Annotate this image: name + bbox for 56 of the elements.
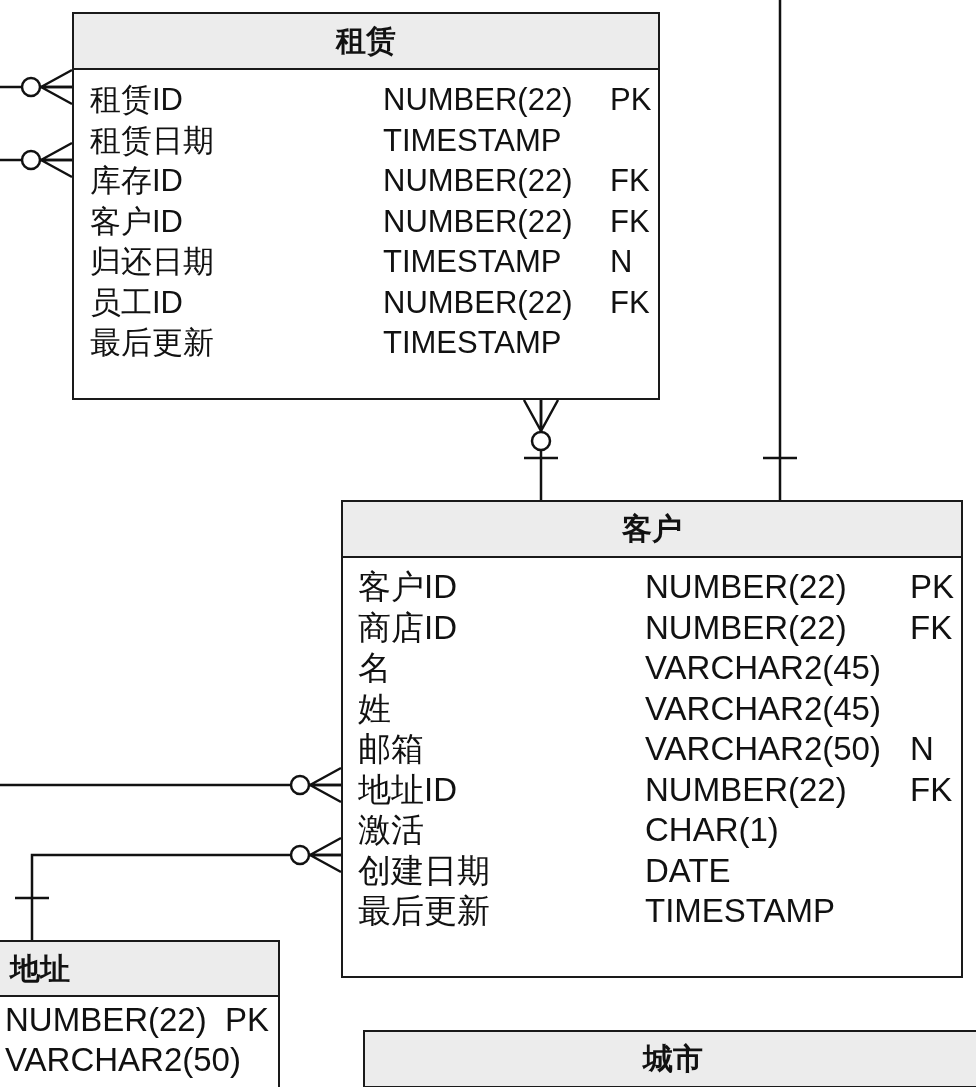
data-type: VARCHAR2(50) (645, 729, 881, 769)
data-type: VARCHAR2(50) (5, 1040, 241, 1080)
column-name: 员工ID (90, 283, 183, 322)
data-type: TIMESTAMP (383, 243, 562, 281)
key-label: FK (910, 769, 953, 810)
data-type: CHAR(1) (645, 810, 779, 850)
data-type: VARCHAR2(45) (645, 648, 881, 688)
key-label: N (610, 243, 633, 281)
data-type: NUMBER(22) (383, 81, 573, 119)
relationship-line (0, 766, 343, 804)
data-type: NUMBER(22) (645, 567, 847, 607)
key-label: FK (610, 283, 650, 322)
column-name: 客户ID (358, 567, 457, 607)
relationship-line (522, 398, 560, 500)
entity-header: 租赁 (74, 14, 658, 70)
relationship-line (13, 836, 343, 940)
entity-header: 地址 (0, 942, 278, 997)
data-type: NUMBER(22) (645, 607, 847, 648)
relationship-line (0, 141, 74, 179)
entity-table (72, 12, 660, 400)
data-type: NUMBER(22) (383, 162, 573, 200)
column-name: 归还日期 (90, 243, 214, 281)
column-name: 邮箱 (358, 729, 424, 769)
data-type: VARCHAR2(45) (645, 688, 881, 729)
data-type: NUMBER(22) (645, 769, 847, 810)
column-name: 库存ID (90, 162, 183, 200)
key-label: FK (610, 202, 650, 241)
column-name: 名 (358, 648, 391, 688)
data-type: NUMBER(22) (383, 283, 573, 322)
key-label: PK (225, 1000, 270, 1040)
key-label: PK (610, 81, 652, 119)
column-name: 最后更新 (90, 324, 214, 362)
data-type: TIMESTAMP (383, 324, 562, 362)
column-name: 租赁ID (90, 81, 183, 119)
data-type: NUMBER(22) (5, 1000, 207, 1040)
entity-header: 客户 (343, 502, 961, 558)
data-type: NUMBER(22) (383, 202, 573, 241)
entity-header: 城市 (365, 1032, 976, 1087)
key-label: PK (910, 567, 955, 607)
data-type: DATE (645, 850, 731, 891)
column-name: 创建日期 (358, 850, 490, 891)
column-name: 租赁日期 (90, 121, 214, 160)
column-name: 最后更新 (358, 891, 490, 931)
key-label: N (910, 729, 934, 769)
relationship-line (0, 68, 74, 106)
data-type: TIMESTAMP (383, 121, 562, 160)
relationship-line (761, 0, 799, 500)
key-label: FK (610, 162, 650, 200)
data-type: TIMESTAMP (645, 891, 836, 931)
entity-table (341, 500, 963, 978)
column-name: 激活 (358, 810, 424, 850)
column-name: 地址ID (358, 769, 457, 810)
column-name: 商店ID (358, 607, 457, 648)
column-name: 姓 (358, 688, 391, 729)
column-name: 客户ID (90, 202, 183, 241)
key-label: FK (910, 607, 953, 648)
